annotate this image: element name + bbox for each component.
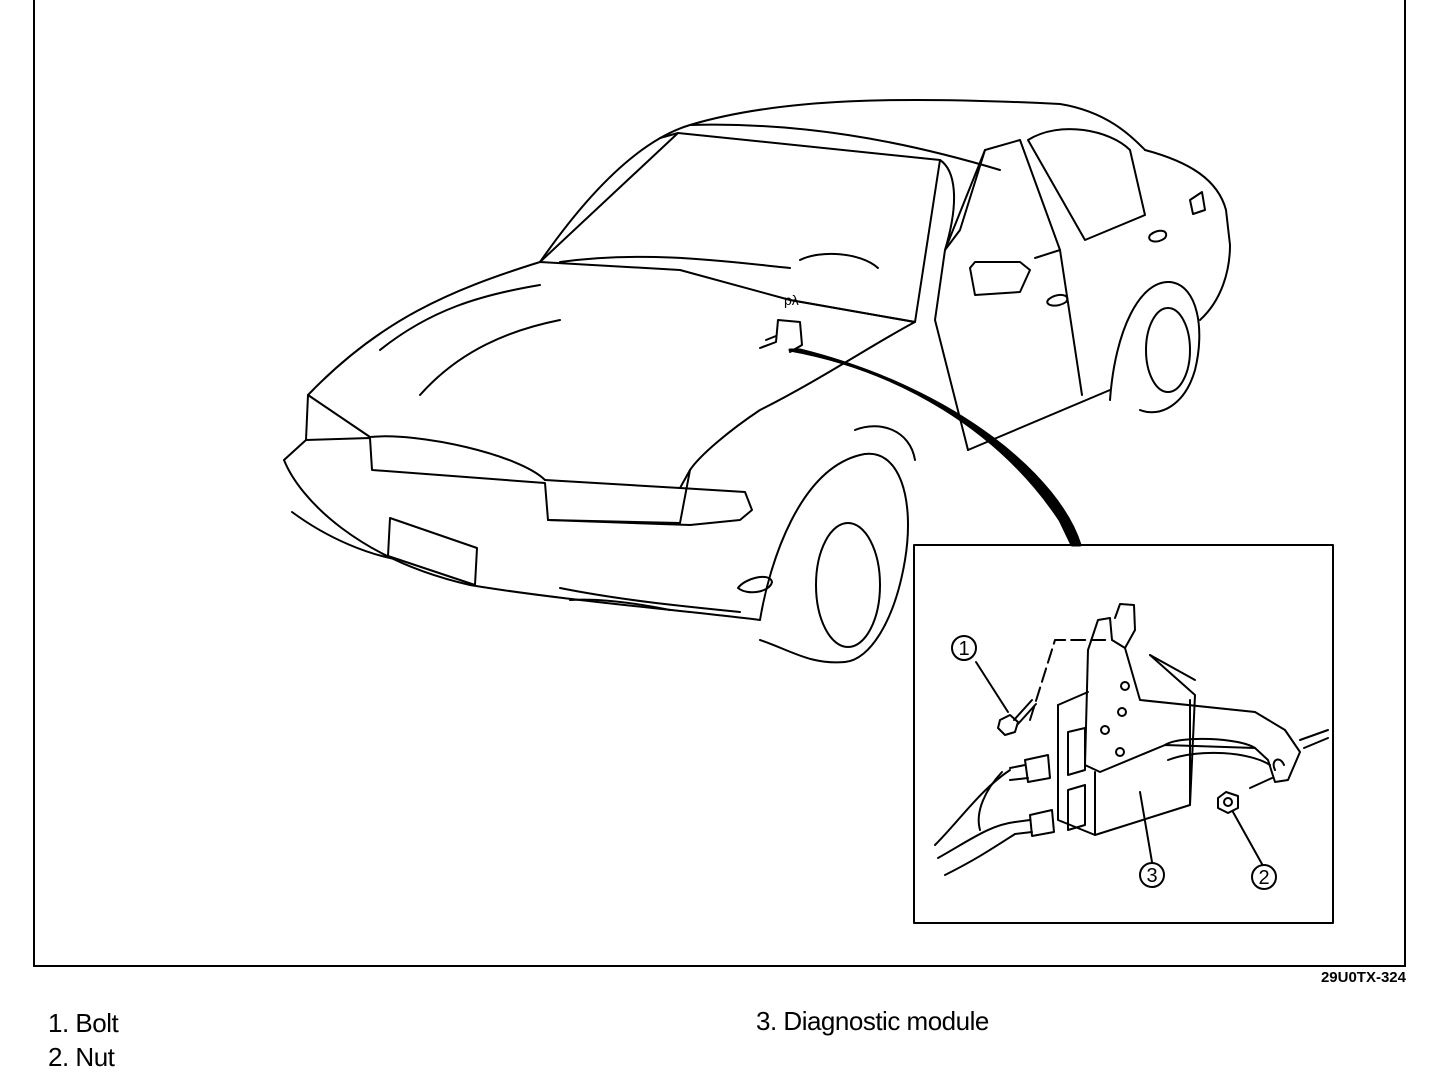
legend-label: Nut	[75, 1042, 115, 1072]
detail-inset-box	[913, 544, 1334, 924]
figure-code: 29U0TX-324	[1320, 969, 1406, 986]
callout-1: 1	[951, 635, 977, 661]
svg-text:3: 3	[1146, 865, 1157, 887]
legend-number: 1.	[48, 1008, 69, 1038]
legend-item-3: 3. Diagnostic module	[756, 1006, 989, 1037]
callout-3: 3	[1139, 862, 1165, 888]
callout-2: 2	[1251, 864, 1277, 890]
legend-label: Diagnostic module	[783, 1006, 989, 1036]
figure-frame	[33, 0, 1406, 967]
legend-number: 2.	[48, 1042, 69, 1072]
leader-swoosh	[788, 348, 1082, 547]
legend-number: 3.	[756, 1006, 777, 1036]
svg-text:2: 2	[1258, 867, 1269, 889]
legend-item-2: 2. Nut	[48, 1042, 115, 1073]
legend-item-1: 1. Bolt	[48, 1008, 119, 1039]
car-drawing: рλ	[283, 98, 1231, 664]
svg-text:1: 1	[958, 638, 969, 660]
svg-text:рλ: рλ	[784, 292, 799, 308]
legend-label: Bolt	[75, 1008, 119, 1038]
module-detail-drawing	[934, 603, 1329, 876]
